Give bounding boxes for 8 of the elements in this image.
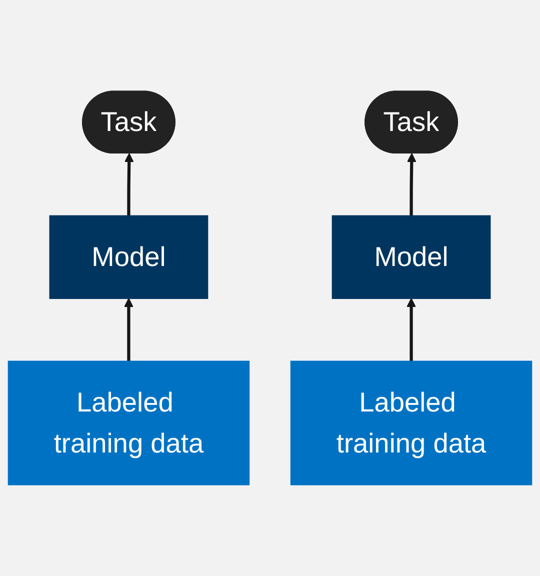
- arrow: [124, 298, 134, 362]
- node-box: Model: [49, 215, 208, 299]
- arrow: [407, 153, 416, 216]
- arrow: [124, 153, 134, 216]
- node-box: Labeled training data: [8, 360, 250, 486]
- node-box: Labeled training data: [290, 360, 532, 486]
- node-box: Model: [332, 215, 491, 299]
- arrow: [406, 298, 416, 362]
